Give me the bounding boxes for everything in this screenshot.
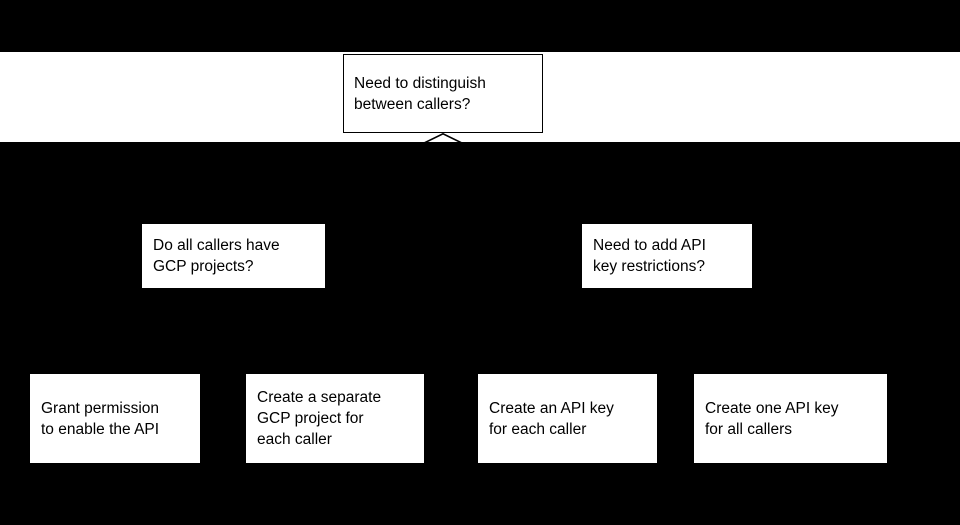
decision-node-api-key-restrictions[interactable]: Need to add API key restrictions? xyxy=(582,224,752,288)
action-node-api-key-all-callers-label: Create one API key for all callers xyxy=(705,399,839,438)
decision-node-gcp-projects[interactable]: Do all callers have GCP projects? xyxy=(142,224,325,288)
action-node-api-key-each-caller-label: Create an API key for each caller xyxy=(489,399,614,438)
action-node-api-key-each-caller[interactable]: Create an API key for each caller xyxy=(478,374,657,463)
decision-node-distinguish-callers-label: Need to distinguish between callers? xyxy=(354,74,486,113)
decision-node-gcp-projects-label: Do all callers have GCP projects? xyxy=(153,237,280,275)
action-node-separate-gcp-project-label: Create a separate GCP project for each c… xyxy=(257,389,382,448)
decision-node-distinguish-callers[interactable]: Need to distinguish between callers? xyxy=(343,54,543,133)
action-node-grant-permission[interactable]: Grant permission to enable the API xyxy=(30,374,200,463)
action-node-grant-permission-label: Grant permission to enable the API xyxy=(41,399,160,438)
connector-chevron-below-root xyxy=(418,133,468,146)
action-node-api-key-all-callers[interactable]: Create one API key for all callers xyxy=(694,374,887,463)
decision-node-api-key-restrictions-label: Need to add API key restrictions? xyxy=(593,237,706,275)
action-node-separate-gcp-project[interactable]: Create a separate GCP project for each c… xyxy=(246,374,424,463)
